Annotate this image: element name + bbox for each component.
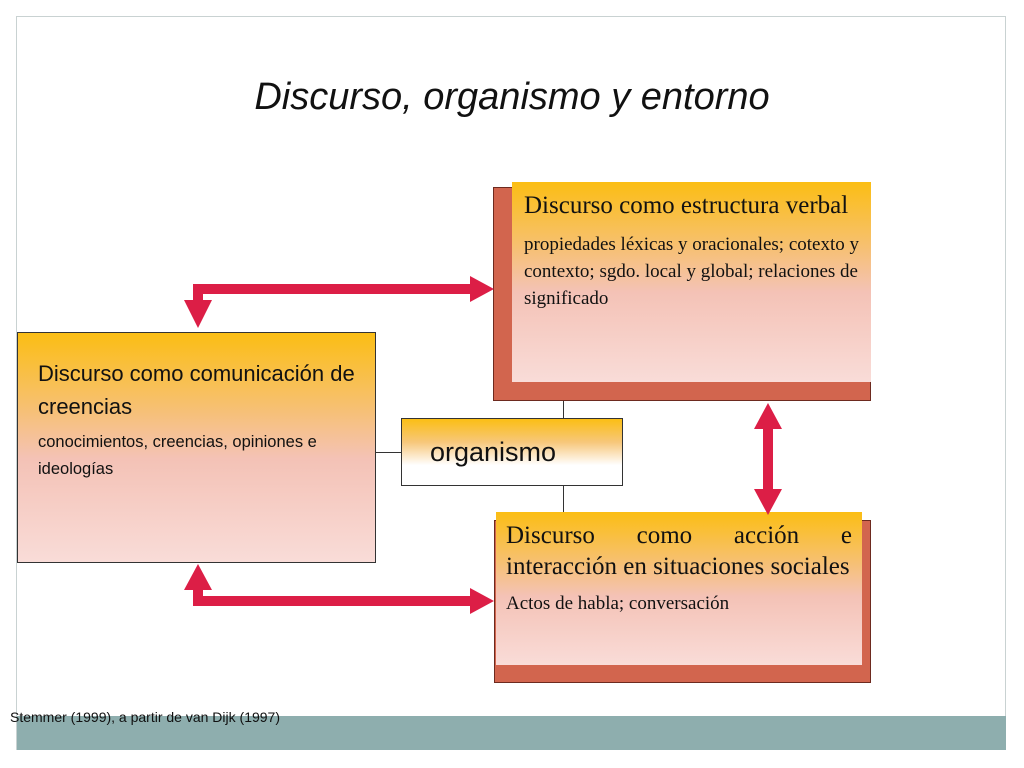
accion-box: Discurso como acción e interacción en si…	[496, 512, 862, 665]
comunicacion-title: Discurso como comunicación de creencias	[38, 361, 355, 419]
arrow-top-head-down	[184, 300, 212, 328]
connector-left	[376, 452, 401, 453]
estructura-body: propiedades léxicas y oracionales; cotex…	[524, 234, 860, 309]
slide-title: Discurso, organismo y entorno	[254, 76, 770, 118]
source-caption: Stemmer (1999), a partir de van Dijk (19…	[10, 709, 280, 725]
connector-top	[563, 401, 564, 418]
arrow-bottom-head-up	[184, 564, 212, 590]
comunicacion-box: Discurso como comunicación de creencias …	[17, 332, 376, 563]
arrow-bottom-connector	[193, 588, 494, 614]
arrow-top-connector	[193, 276, 494, 302]
organismo-box: organismo	[401, 418, 623, 486]
footer-band	[17, 716, 1006, 750]
estructura-title: Discurso como estructura verbal	[524, 192, 849, 219]
accion-body: Actos de habla; conversación	[506, 593, 730, 614]
organismo-label: organismo	[430, 437, 557, 467]
estructura-box: Discurso como estructura verbal propieda…	[512, 182, 871, 382]
comunicacion-body: conocimientos, creencias, opiniones e id…	[38, 433, 317, 478]
connector-bottom	[563, 486, 564, 512]
accion-title: Discurso como acción e interacción en si…	[506, 522, 852, 580]
arrow-vertical-double	[754, 403, 782, 515]
